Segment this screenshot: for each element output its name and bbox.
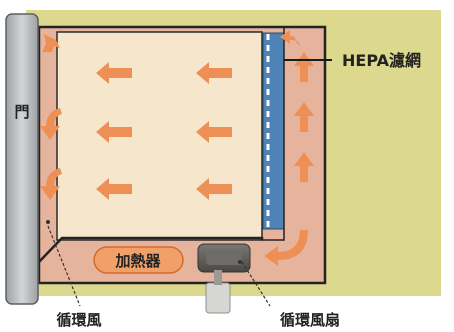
chamber-bottom-wall <box>37 236 264 264</box>
fan-inner <box>206 251 242 265</box>
hepa-filter <box>262 32 285 230</box>
heater <box>93 246 184 274</box>
door <box>5 13 39 305</box>
left-duct-arrows <box>40 34 62 200</box>
heater-label: 加熱器 <box>114 252 161 270</box>
duct-arrow-left <box>40 168 62 200</box>
duct-arrow-left <box>42 34 60 52</box>
hepa-filter-label: HEPA濾網 <box>342 51 421 70</box>
circulating-air-leader <box>47 225 81 307</box>
circulation-fan-label: 循環風扇 <box>280 311 340 329</box>
circulation-fan-leader <box>241 261 271 307</box>
duct-arrow-corner-tr <box>280 30 300 46</box>
door-label: 門 <box>14 103 29 121</box>
duct-arrow-left <box>40 108 62 140</box>
fan-shaft <box>214 270 222 285</box>
hepa-bracket <box>262 28 285 241</box>
circulating-air-label: 循環風 <box>56 311 101 329</box>
circulation-fan-pointer <box>238 260 242 264</box>
duct-arrow-right <box>294 102 314 132</box>
duct-arrow-corner-br <box>264 230 308 266</box>
duct-arrow-right <box>294 152 314 182</box>
fan-motor <box>205 282 231 314</box>
circulating-air-pointer <box>46 220 50 224</box>
